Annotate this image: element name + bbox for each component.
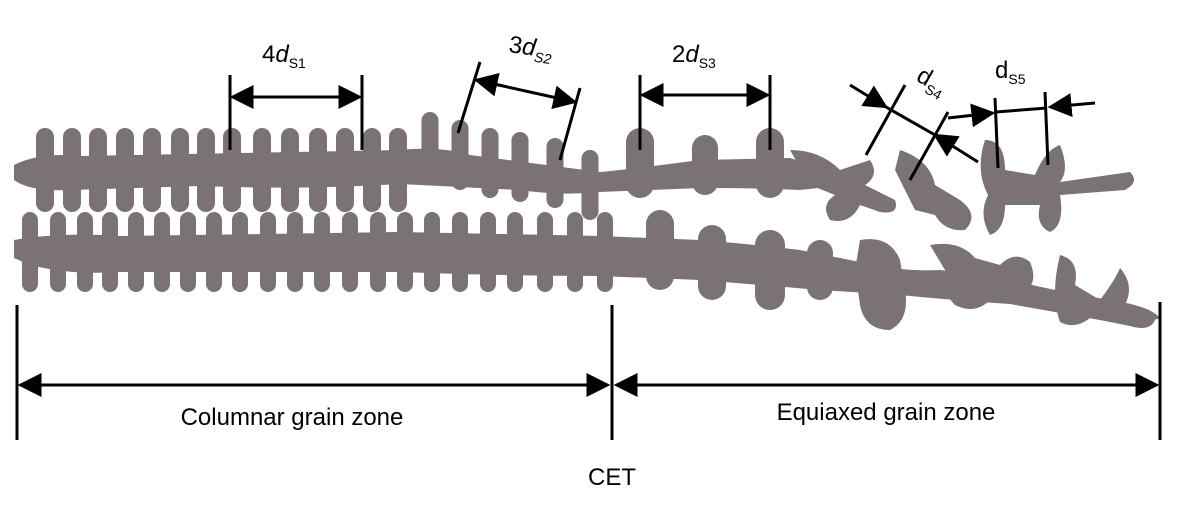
upper-equiaxed-blob-3 [980,140,1134,235]
upper-side-arm [692,135,718,195]
lower-side-arm [287,212,303,292]
upper-side-arm [89,128,107,212]
upper-side-arm [143,128,161,212]
lower-side-arm [128,212,144,292]
spacing-4-right-tick [908,111,950,181]
upper-side-arm [626,128,654,198]
lower-side-arm [314,212,330,292]
upper-dendrite [14,112,1134,235]
upper-side-arm [309,128,327,212]
spacing-1-label: 4dS1 [262,41,306,71]
upper-side-arm [223,128,241,212]
spacing-5-label: dS5 [995,57,1026,87]
lower-side-arm [807,240,833,300]
upper-side-arm [756,128,784,198]
lower-dendrite [14,210,1160,330]
lower-side-arm [698,225,726,300]
upper-side-arm [116,128,134,212]
lower-side-arm [480,212,496,292]
upper-side-arm [481,128,499,198]
columnar-zone-label: Columnar grain zone [181,404,404,431]
lower-side-arm [50,212,66,292]
upper-side-arm [389,128,407,212]
spacing-5-arrow-left [947,103,996,128]
spacing-4-left-tick [864,84,907,156]
upper-side-arm [281,128,299,212]
upper-side-arm [336,128,354,212]
spacing-5-arrow-right [1047,93,1096,118]
lower-side-arm [180,212,196,292]
spacing-dimensions: 4dS1 3dS2 2dS3 dS4 dS5 [228,31,1096,181]
lower-side-arm [646,210,674,290]
lower-side-arm [567,212,583,292]
lower-side-arm [77,212,93,292]
upper-side-arm [171,128,189,212]
spacing-5-left-tick [993,97,1000,169]
lower-side-arm [206,212,222,292]
lower-equiaxed-blob-3 [1055,255,1155,328]
lower-side-arm [342,212,358,292]
upper-side-arm [421,112,439,182]
spacing-2-label: 3dS2 [507,31,555,67]
lower-side-arm [424,212,440,292]
lower-side-arm [507,212,523,292]
upper-equiaxed-blob-1 [790,150,896,221]
spacing-2-arrow [473,72,578,110]
lower-side-arm [537,212,553,292]
zone-markers: Columnar grain zone Equiaxed grain zone … [15,302,1162,491]
lower-side-arm [154,212,170,292]
spacing-4-arrow-right [932,133,979,164]
lower-equiaxed-blob-1 [855,239,906,330]
spacing-5-mid [995,106,1048,114]
spacing-5-right-tick [1043,91,1050,166]
equiaxed-zone-label: Equiaxed grain zone [777,399,996,426]
lower-equiaxed-blob-2 [930,243,1034,309]
upper-side-arm [253,128,271,212]
lower-side-arm [397,212,413,292]
spacing-4-arrow-left [849,83,889,109]
upper-side-arm [363,128,381,212]
lower-side-arm [22,212,38,292]
spacing-4-mid [885,105,936,137]
lower-side-arm [370,212,386,292]
spacing-3-label: 2dS3 [672,41,716,71]
upper-side-arm [451,120,469,190]
upper-equiaxed-blob-2 [895,150,972,231]
upper-side-arm [546,138,564,208]
upper-side-arm [63,128,81,212]
upper-side-arm [581,150,599,220]
upper-side-arm [197,128,215,212]
lower-side-arm [102,212,118,292]
upper-side-arm [36,128,54,212]
lower-side-arm [755,230,785,310]
lower-side-arm [597,212,613,292]
upper-side-arm [511,132,529,202]
lower-side-arm [260,212,276,292]
lower-side-arm [232,212,248,292]
spacing-2-left-tick [456,61,482,134]
spacing-4-label: dS4 [911,62,953,103]
cet-label: CET [588,464,636,491]
lower-side-arm [452,212,468,292]
